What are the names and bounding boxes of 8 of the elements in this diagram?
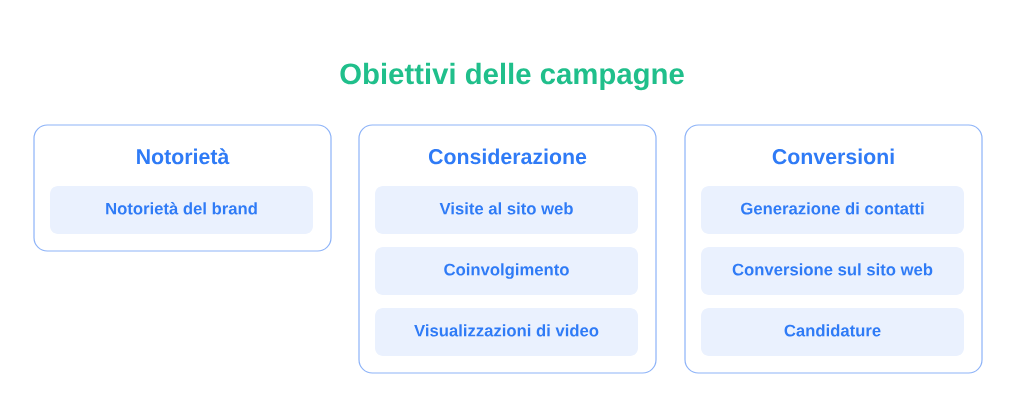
objective-box: Visite al sito web — [375, 186, 638, 234]
objective-box: Generazione di contatti — [701, 186, 964, 234]
title: Obiettivi delle campagne — [340, 62, 684, 91]
objective-box: Candidature — [701, 308, 964, 356]
objective-box: Conversione sul sito web — [701, 247, 964, 295]
objective-box: Visualizzazioni di video — [375, 308, 638, 356]
objective-box: Notorietà del brand — [50, 186, 313, 234]
objective-box: Coinvolgimento — [375, 247, 638, 295]
